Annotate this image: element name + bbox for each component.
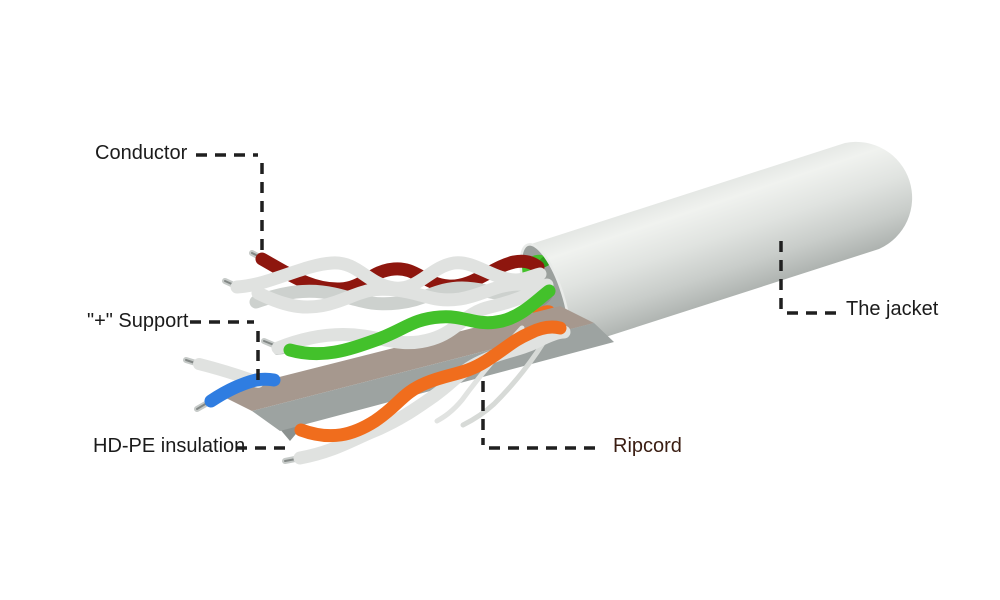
orange-wire <box>294 320 567 443</box>
support-leader-line <box>190 320 260 380</box>
green-wire <box>283 284 556 361</box>
support-label: "+" Support <box>87 310 189 332</box>
orange-pair-graphic <box>293 320 571 465</box>
support-top-face <box>216 306 594 411</box>
conductor-label: Conductor <box>95 142 188 164</box>
ripcord-strand-1 <box>460 330 552 428</box>
hdpe-insulation-label: HD-PE insulation <box>93 435 246 457</box>
green-pair-white-wire <box>271 278 554 355</box>
white-pair-wire-b <box>251 277 548 314</box>
jacket-leader-line <box>779 241 838 315</box>
ripcord-label: Ripcord <box>613 435 682 457</box>
jacket-label: The jacket <box>846 298 939 320</box>
blue-wire-graphic <box>204 372 281 408</box>
conductor-leader-line <box>196 153 264 254</box>
ripcord-leader-line <box>481 381 602 450</box>
leader-lines <box>190 153 838 450</box>
green-pair-graphic <box>271 278 556 361</box>
jacket-body <box>528 141 913 351</box>
